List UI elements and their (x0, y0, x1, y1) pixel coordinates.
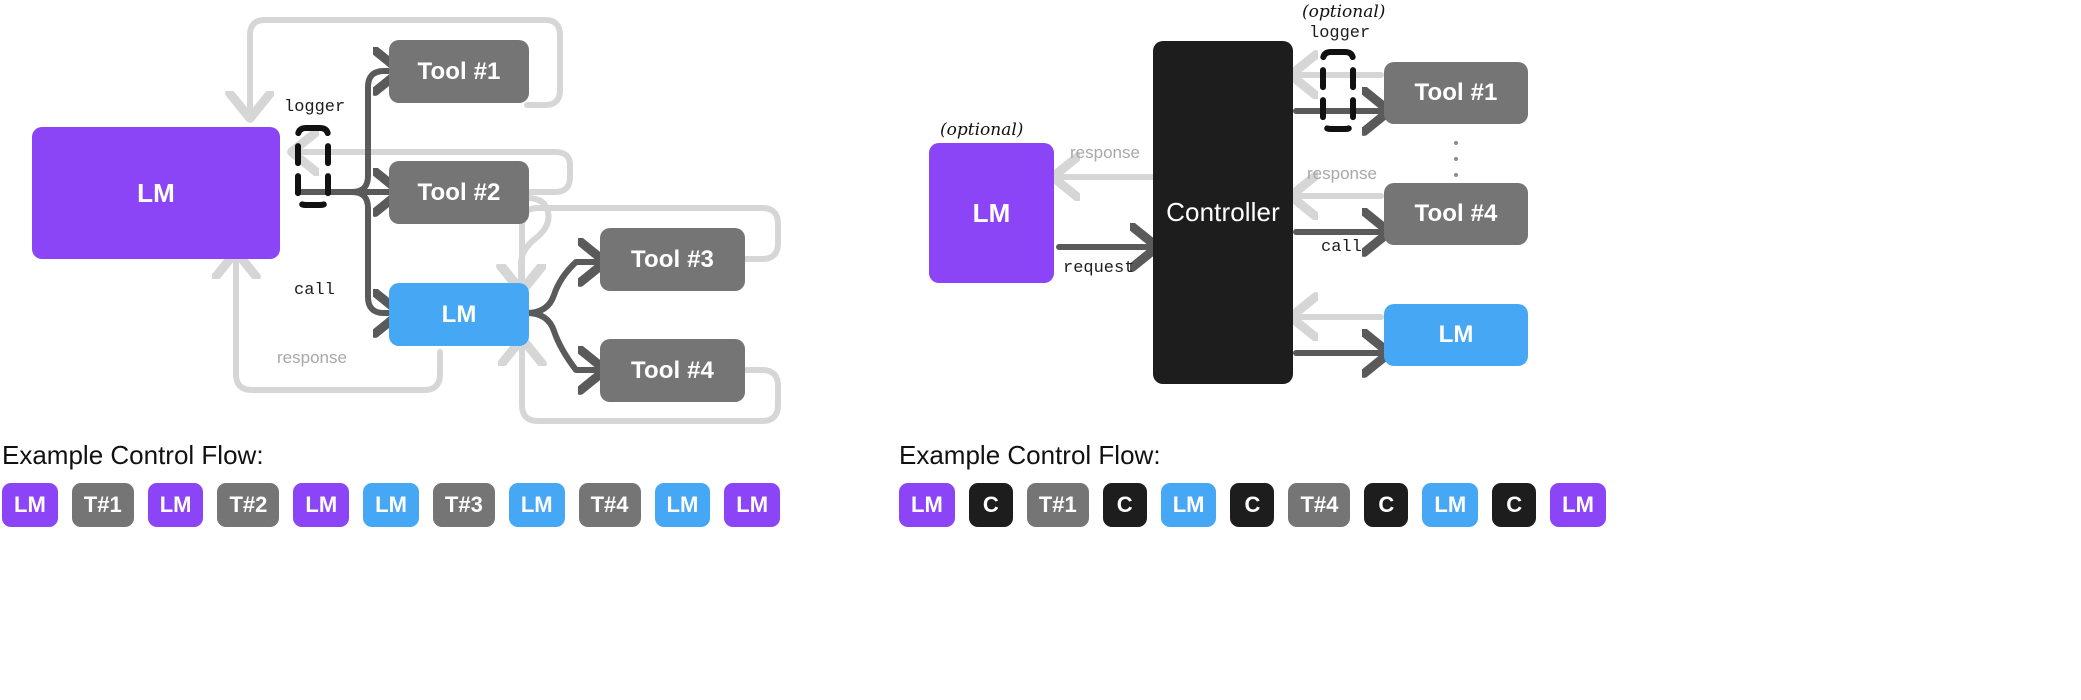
right-flow-step-9[interactable]: C (1492, 483, 1537, 527)
chip-label: LM (1562, 492, 1594, 517)
left-diagram-edges (0, 17, 781, 424)
edge-label-request-client: request (1063, 259, 1135, 278)
right-flow-title: Example Control Flow: (899, 440, 1161, 470)
chip-label: C (1244, 492, 1261, 517)
chip-label: LM (305, 492, 338, 517)
chip-label: T#1 (83, 492, 122, 517)
left-flow-step-3[interactable]: T#2 (217, 483, 280, 527)
left-flow-step-10[interactable]: LM (724, 483, 781, 527)
left-flow-step-7[interactable]: LM (508, 483, 565, 527)
chip-label: LM (1434, 492, 1467, 517)
tools-ellipsis-icon (1454, 141, 1458, 177)
edge-label-call: call (294, 281, 335, 300)
right-flow-step-8[interactable]: LM (1422, 483, 1479, 527)
right-diagram-panel: LM Controller Tool #1 Tool #4 LM (option… (899, 0, 2081, 700)
right-flow-step-3[interactable]: C (1102, 483, 1147, 527)
left-flow-step-4[interactable]: LM (293, 483, 350, 527)
right-flow-step-7[interactable]: C (1364, 483, 1409, 527)
node-controller[interactable]: Controller (1153, 41, 1293, 384)
edge-label-response: response (277, 348, 347, 367)
chip-label: LM (520, 492, 553, 517)
chip-label: T#1 (1038, 492, 1077, 517)
node-tool-2[interactable]: Tool #2 (389, 161, 529, 224)
edge-label-call-tool: call (1321, 238, 1362, 257)
chip-label: LM (1172, 492, 1205, 517)
right-flow-step-2[interactable]: T#1 (1026, 483, 1089, 527)
node-lm-tool[interactable]: LM (1384, 304, 1528, 366)
chip-label: C (1378, 492, 1395, 517)
left-flow-step-8[interactable]: T#4 (578, 483, 641, 527)
chip-label: LM (375, 492, 407, 517)
left-flow-step-6[interactable]: T#3 (432, 483, 495, 527)
node-label: LM (1438, 321, 1474, 348)
chip-label: T#4 (590, 492, 629, 517)
right-flow-step-0[interactable]: LM (899, 483, 955, 527)
edge-label-logger: logger (284, 98, 346, 117)
right-flow-step-5[interactable]: C (1230, 483, 1275, 527)
node-label: Tool #4 (631, 356, 714, 384)
node-label: Controller (1166, 197, 1280, 227)
left-flow-step-0[interactable]: LM (2, 483, 58, 527)
chip-label: T#3 (444, 492, 483, 517)
node-lm-sub[interactable]: LM (389, 283, 529, 346)
chip-label: LM (736, 492, 769, 517)
right-flow-step-10[interactable]: LM (1550, 483, 1606, 527)
left-flow-step-1[interactable]: T#1 (71, 483, 134, 527)
left-diagram-panel: LM Tool #1 Tool #2 LM Tool #3 Tool #4 lo… (0, 0, 1040, 700)
edge-label-logger: logger (1309, 24, 1371, 43)
node-label: Tool #4 (1414, 200, 1498, 227)
chip-label: C (982, 492, 999, 517)
right-flow-step-6[interactable]: T#4 (1288, 483, 1351, 527)
chip-label: C (1506, 492, 1523, 517)
node-label: LM (972, 197, 1011, 228)
node-tool-1[interactable]: Tool #1 (389, 40, 529, 103)
left-flow-step-2[interactable]: LM (147, 483, 204, 527)
node-tool-4[interactable]: Tool #4 (1384, 183, 1528, 245)
node-tool-4[interactable]: Tool #4 (600, 339, 745, 402)
chip-label: LM (14, 492, 46, 517)
node-label: Tool #3 (631, 245, 714, 273)
chip-label: LM (666, 492, 699, 517)
node-tool-3[interactable]: Tool #3 (600, 228, 745, 291)
chip-label: LM (911, 492, 943, 517)
edge-label-response-client: response (1070, 143, 1140, 162)
node-tool-1[interactable]: Tool #1 (1384, 62, 1528, 124)
right-flow-step-1[interactable]: C (968, 483, 1013, 527)
chip-label: T#4 (1300, 492, 1339, 517)
label-optional-logger: (optional) (1302, 2, 1386, 22)
left-flow-step-5[interactable]: LM (363, 483, 419, 527)
chip-label: LM (159, 492, 192, 517)
label-optional-lm: (optional) (940, 120, 1024, 140)
right-flow-step-4[interactable]: LM (1160, 483, 1217, 527)
node-label: Tool #2 (417, 178, 501, 206)
node-label: LM (441, 300, 477, 328)
node-label: Tool #1 (417, 57, 501, 85)
node-label: LM (137, 177, 175, 208)
chip-label: T#2 (229, 492, 268, 517)
right-flow-chips: LM C T#1 C LM C T#4 C LM C LM (899, 483, 1606, 527)
left-flow-title: Example Control Flow: (2, 440, 264, 470)
node-label: Tool #1 (1414, 79, 1498, 106)
left-flow-step-9[interactable]: LM (654, 483, 711, 527)
edge-label-response-tool: response (1307, 164, 1377, 183)
node-lm-client[interactable]: LM (929, 143, 1054, 283)
left-flow-chips: LM T#1 LM T#2 LM LM T#3 LM T#4 LM LM (2, 483, 781, 527)
node-lm-root[interactable]: LM (32, 127, 280, 259)
chip-label: C (1116, 492, 1133, 517)
